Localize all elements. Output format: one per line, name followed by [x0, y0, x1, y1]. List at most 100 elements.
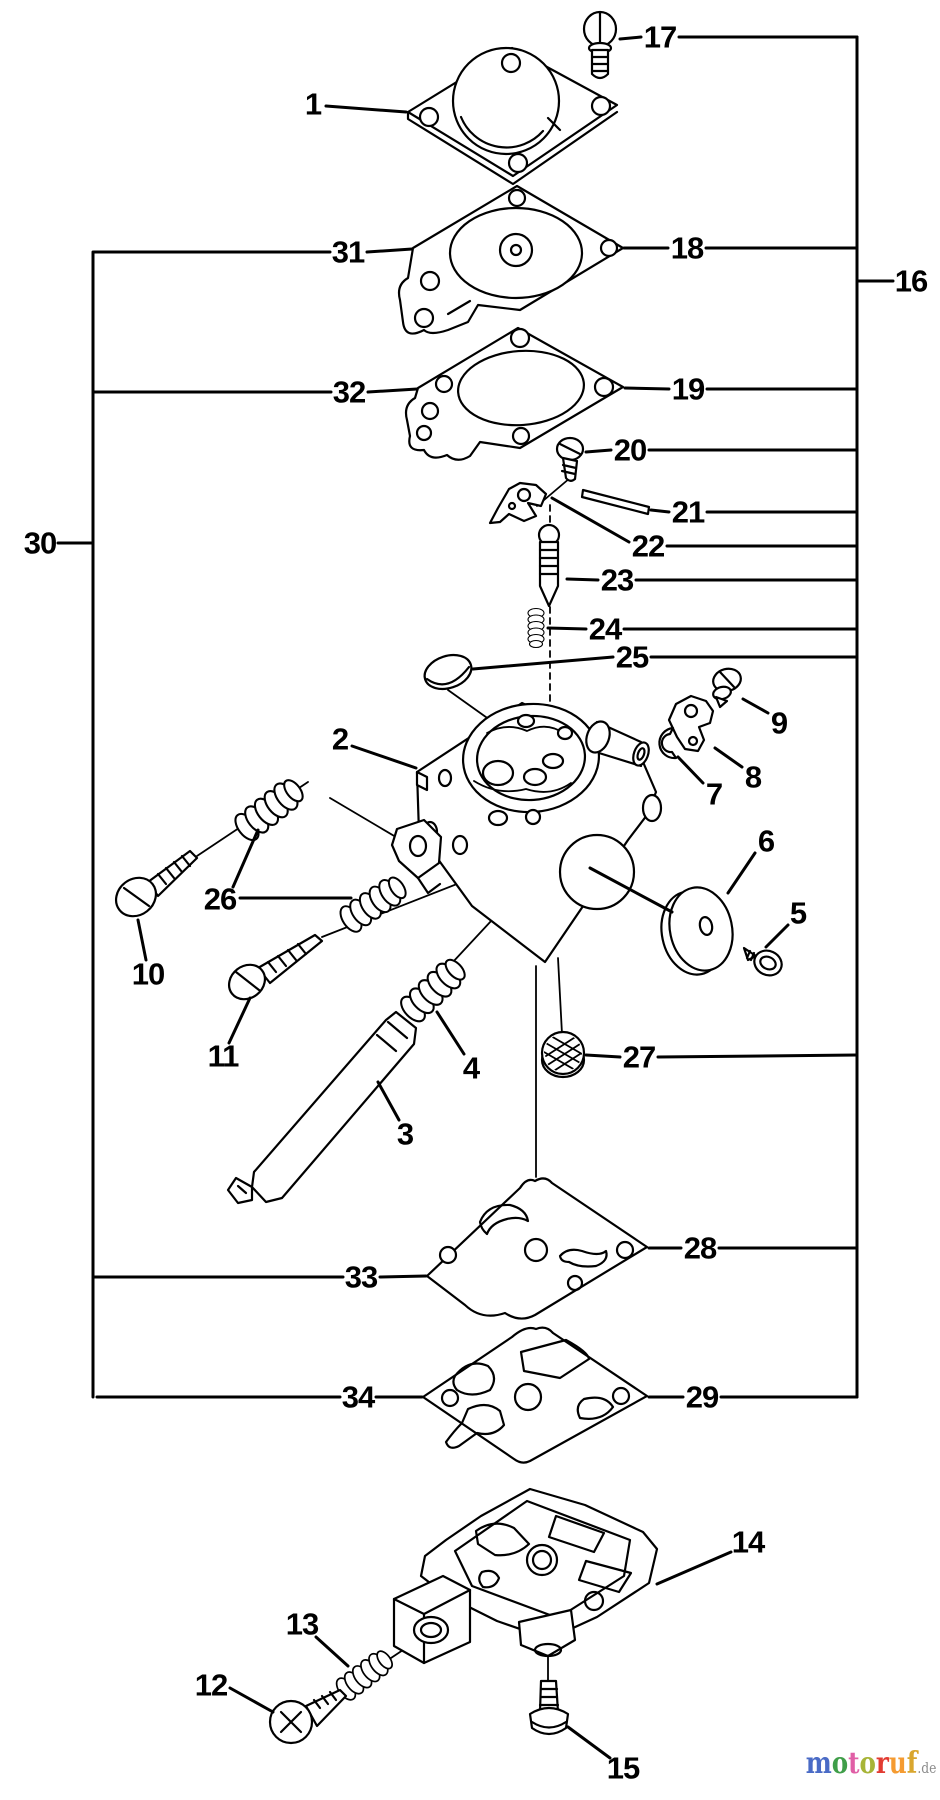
callout-label-1: 1	[305, 87, 322, 122]
callout-label-18: 18	[671, 231, 704, 266]
part-6-cover-disk	[660, 886, 734, 976]
callout-label-12: 12	[195, 1668, 227, 1703]
motoruf-logo: motoruf.de	[805, 1746, 936, 1781]
callout-label-16: 16	[895, 264, 928, 299]
leader-line-9	[741, 697, 770, 715]
callout-label-6: 6	[758, 824, 775, 859]
callout-label-27: 27	[623, 1040, 655, 1075]
part-23-inlet-needle	[537, 523, 561, 608]
logo-letter: r	[875, 1746, 889, 1781]
part-17-screw	[582, 10, 618, 80]
leader-line-33	[378, 1274, 428, 1279]
leader-line-2	[350, 744, 418, 770]
callout-label-8: 8	[745, 760, 762, 795]
callout-label-31: 31	[332, 235, 365, 270]
leader-line-14	[655, 1550, 733, 1586]
callout-label-13: 13	[286, 1607, 319, 1642]
callout-label-17: 17	[644, 20, 676, 55]
callout-label-10: 10	[132, 957, 164, 992]
leader-line-7	[676, 755, 705, 785]
leader-line-31	[365, 247, 414, 254]
part-11-screw	[227, 933, 324, 1001]
callout-label-3: 3	[397, 1117, 414, 1152]
logo-suffix: .de	[916, 1759, 936, 1777]
callout-label-23: 23	[601, 563, 634, 598]
leader-line-19	[623, 386, 671, 391]
leader-line-24	[546, 626, 588, 631]
leader-line-1	[324, 104, 408, 114]
callout-label-9: 9	[771, 706, 788, 741]
leader-line-15	[566, 1725, 612, 1760]
part-10-screw	[114, 849, 199, 918]
part-3-choke-shaft	[226, 1010, 418, 1205]
callout-label-4: 4	[463, 1051, 481, 1086]
callout-label-34: 34	[342, 1380, 376, 1415]
leader-line-21	[649, 508, 671, 514]
part-18-31-pump-diaphragm	[397, 184, 625, 335]
leader-line-6	[588, 866, 674, 914]
leader-line-12	[228, 1686, 275, 1714]
leader-line-22	[550, 496, 631, 544]
leader-line-6	[726, 851, 757, 895]
leader-line-25	[471, 655, 615, 671]
leader-line-23	[565, 577, 600, 582]
part-12-screw	[268, 1688, 348, 1745]
leader-line-8	[713, 746, 744, 769]
leader-line-5	[764, 923, 790, 949]
callout-label-7: 7	[706, 777, 722, 812]
callout-label-15: 15	[607, 1751, 640, 1786]
leader-line-32	[366, 387, 419, 394]
logo-letter: t	[847, 1746, 860, 1781]
callout-label-25: 25	[616, 640, 649, 675]
callout-label-22: 22	[632, 529, 664, 564]
part-14-bracket	[392, 1487, 659, 1665]
part-24-spring	[527, 607, 545, 649]
part-20-screw	[555, 436, 585, 482]
logo-letter: f	[906, 1746, 917, 1781]
callout-label-11: 11	[208, 1039, 240, 1074]
callout-label-33: 33	[345, 1260, 378, 1295]
part-26-spring-b	[335, 871, 412, 937]
part-26-spring-a	[229, 773, 310, 846]
part-9-screw	[712, 667, 742, 709]
logo-letter: u	[888, 1746, 907, 1781]
part-7-clip	[658, 726, 678, 760]
callout-label-24: 24	[589, 612, 623, 647]
callout-label-5: 5	[790, 896, 807, 931]
part-27-screen	[540, 1030, 586, 1079]
part-25-welch-plug	[423, 653, 473, 691]
callout-label-19: 19	[672, 372, 705, 407]
part-5-screw	[742, 946, 783, 977]
part-4-spring	[395, 953, 472, 1027]
leader-line-11	[227, 996, 252, 1045]
leader-line-17	[618, 35, 643, 41]
part-2-carburetor-body	[390, 701, 663, 964]
callout-label-14: 14	[732, 1525, 766, 1560]
part-22-metering-lever	[488, 481, 548, 525]
callout-label-26: 26	[204, 882, 237, 917]
part-19-32-pump-gasket	[404, 326, 625, 461]
part-8-swivel	[667, 694, 715, 753]
leader-line-10	[136, 918, 148, 962]
leader-line-27	[584, 1053, 622, 1059]
callout-label-29: 29	[686, 1380, 719, 1415]
logo-letter: o	[859, 1746, 876, 1781]
logo-letter: o	[831, 1746, 848, 1781]
callout-label-21: 21	[672, 495, 705, 530]
leader-line-27	[656, 1053, 859, 1059]
leader-line-3	[376, 1080, 401, 1122]
callout-label-32: 32	[333, 375, 365, 410]
leader-line-20	[584, 448, 613, 454]
part-21-pin	[580, 488, 651, 516]
part-28-33-metering-diaphragm	[425, 1177, 649, 1320]
part-29-34-metering-gasket	[421, 1326, 649, 1464]
callout-label-2: 2	[332, 722, 348, 757]
leader-line-13	[314, 1635, 350, 1668]
callout-label-20: 20	[614, 433, 646, 468]
leader-line-26	[231, 828, 260, 889]
leader-line-4	[435, 1010, 466, 1056]
callout-label-30: 30	[24, 526, 56, 561]
